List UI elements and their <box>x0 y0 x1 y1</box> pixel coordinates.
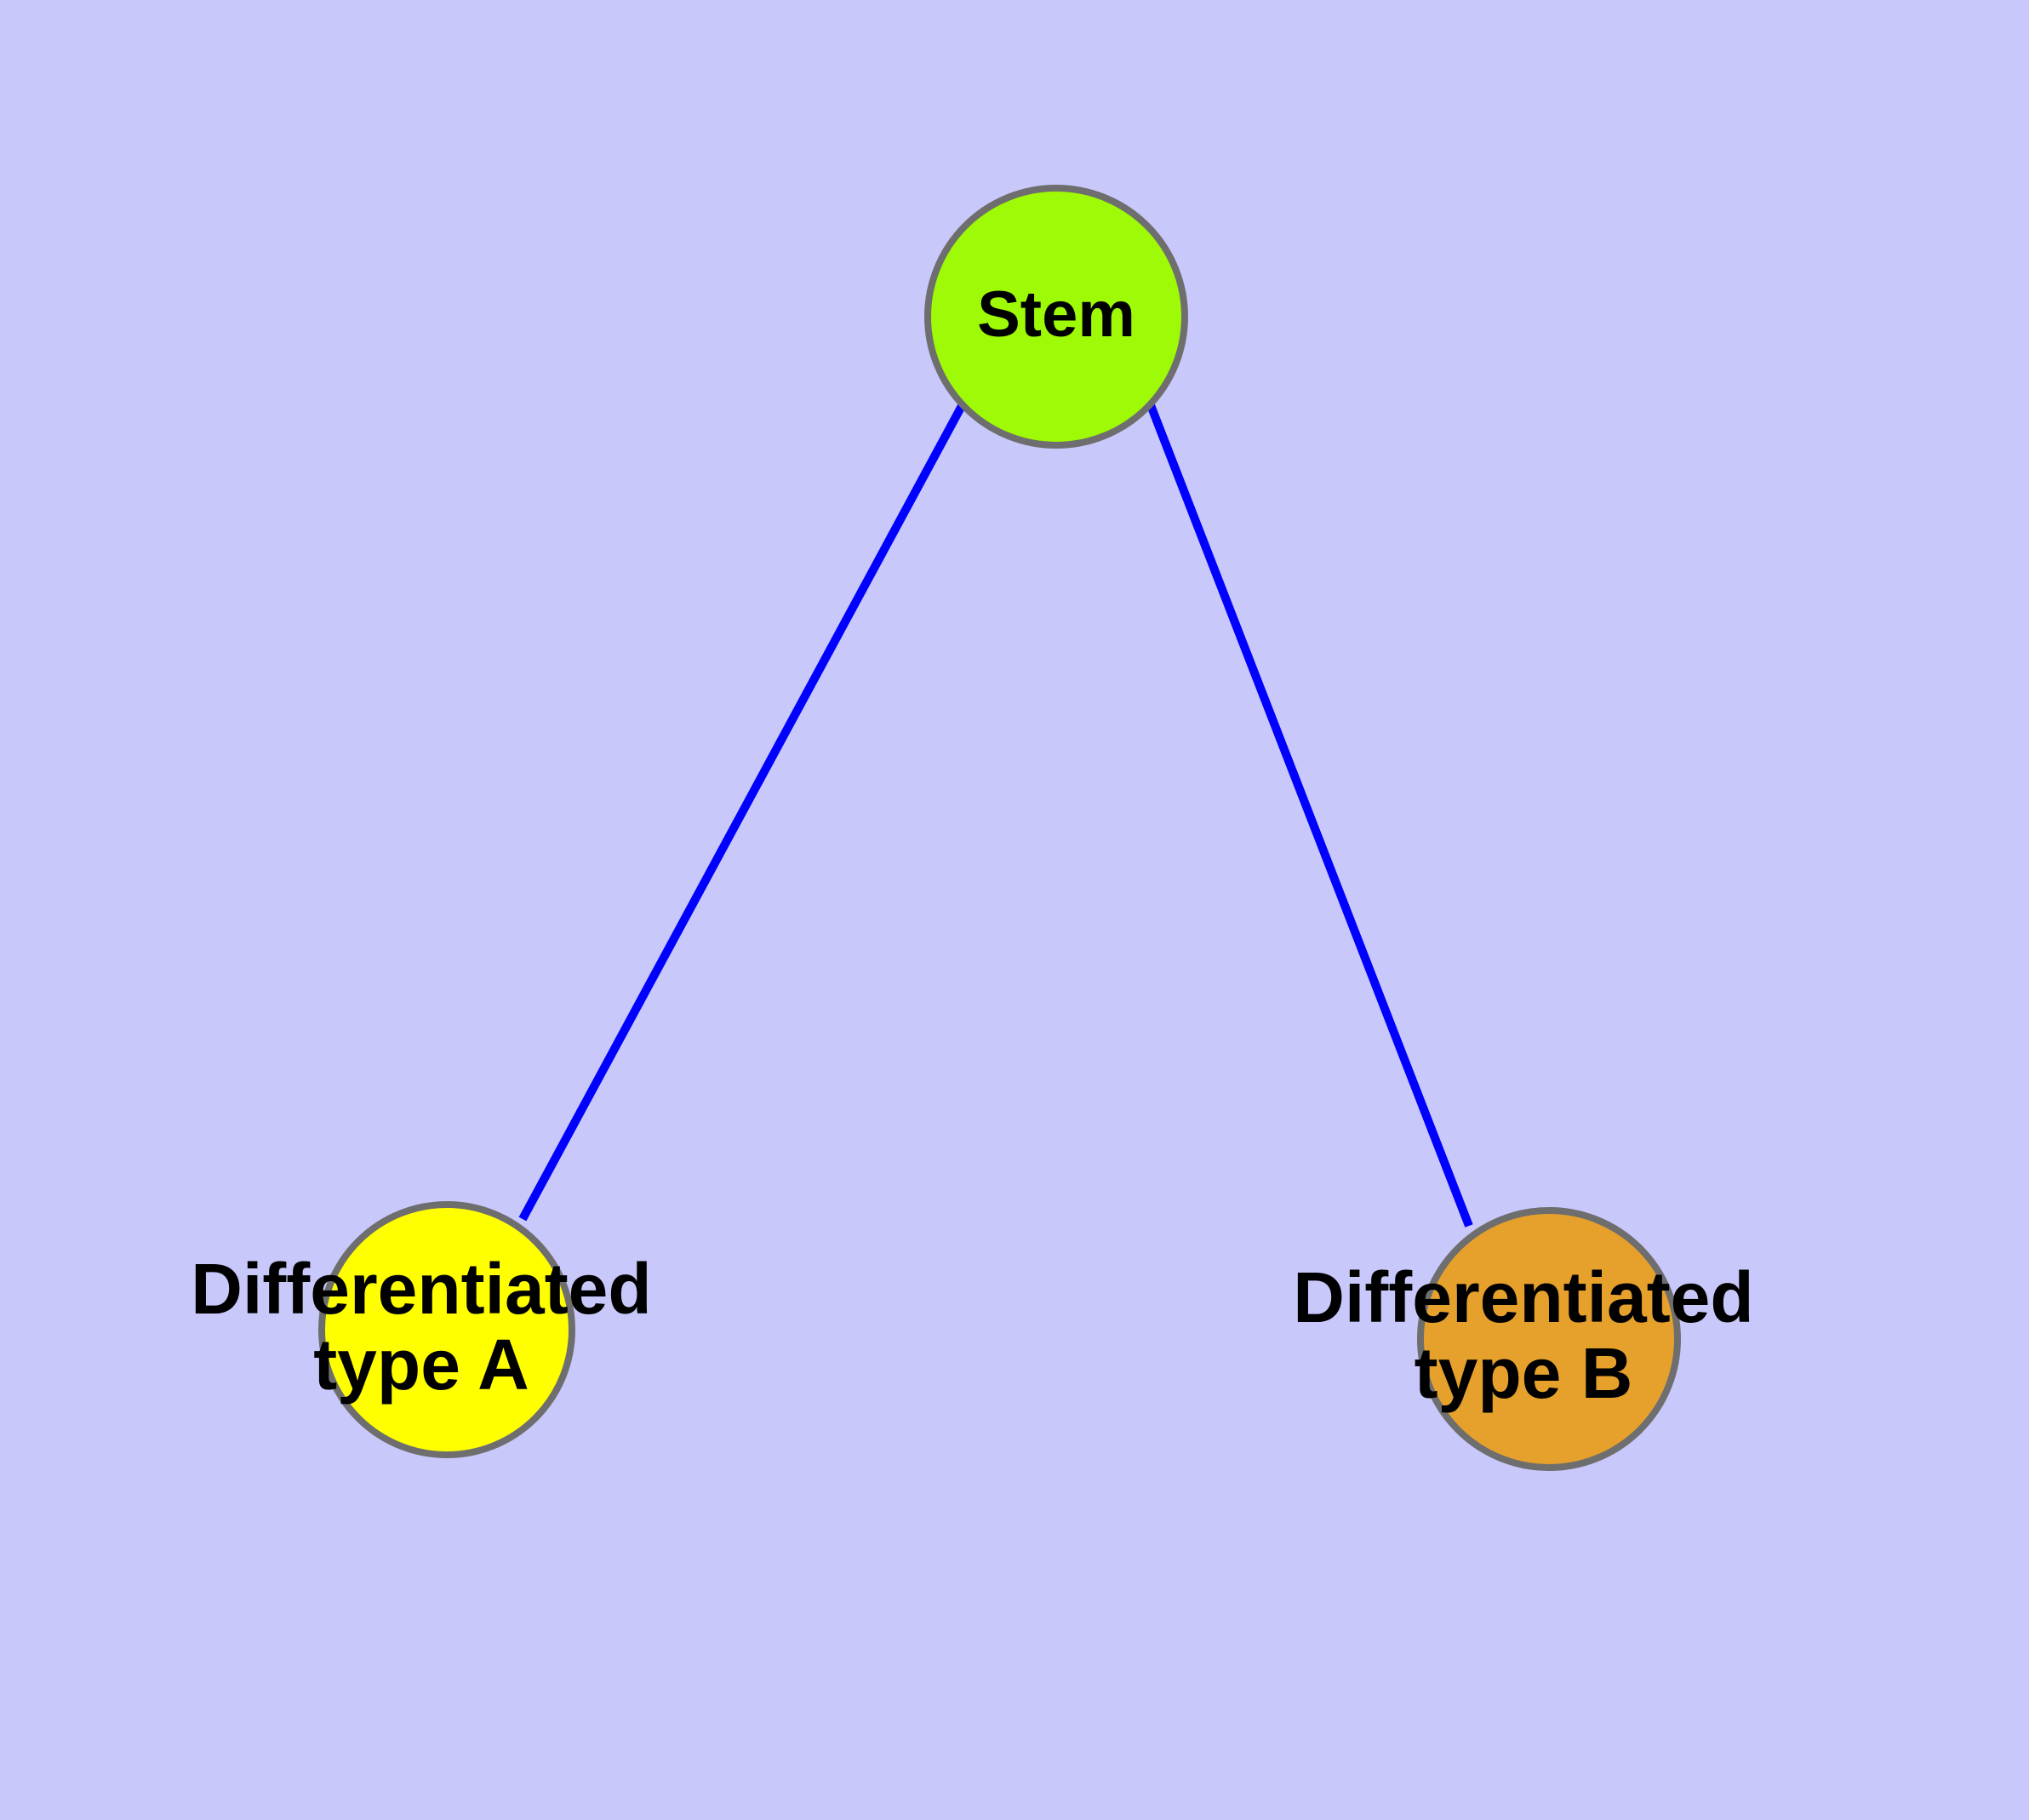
edge-layer <box>518 402 1473 1228</box>
node-differentiated-type-b[interactable] <box>1417 1207 1681 1471</box>
edge-stem-to-differentiated-type-a[interactable] <box>518 402 967 1222</box>
node-layer <box>318 185 1681 1471</box>
edge-stem-to-differentiated-type-b[interactable] <box>1146 403 1473 1228</box>
node-differentiated-type-a[interactable] <box>318 1201 575 1458</box>
node-stem[interactable] <box>924 185 1188 449</box>
